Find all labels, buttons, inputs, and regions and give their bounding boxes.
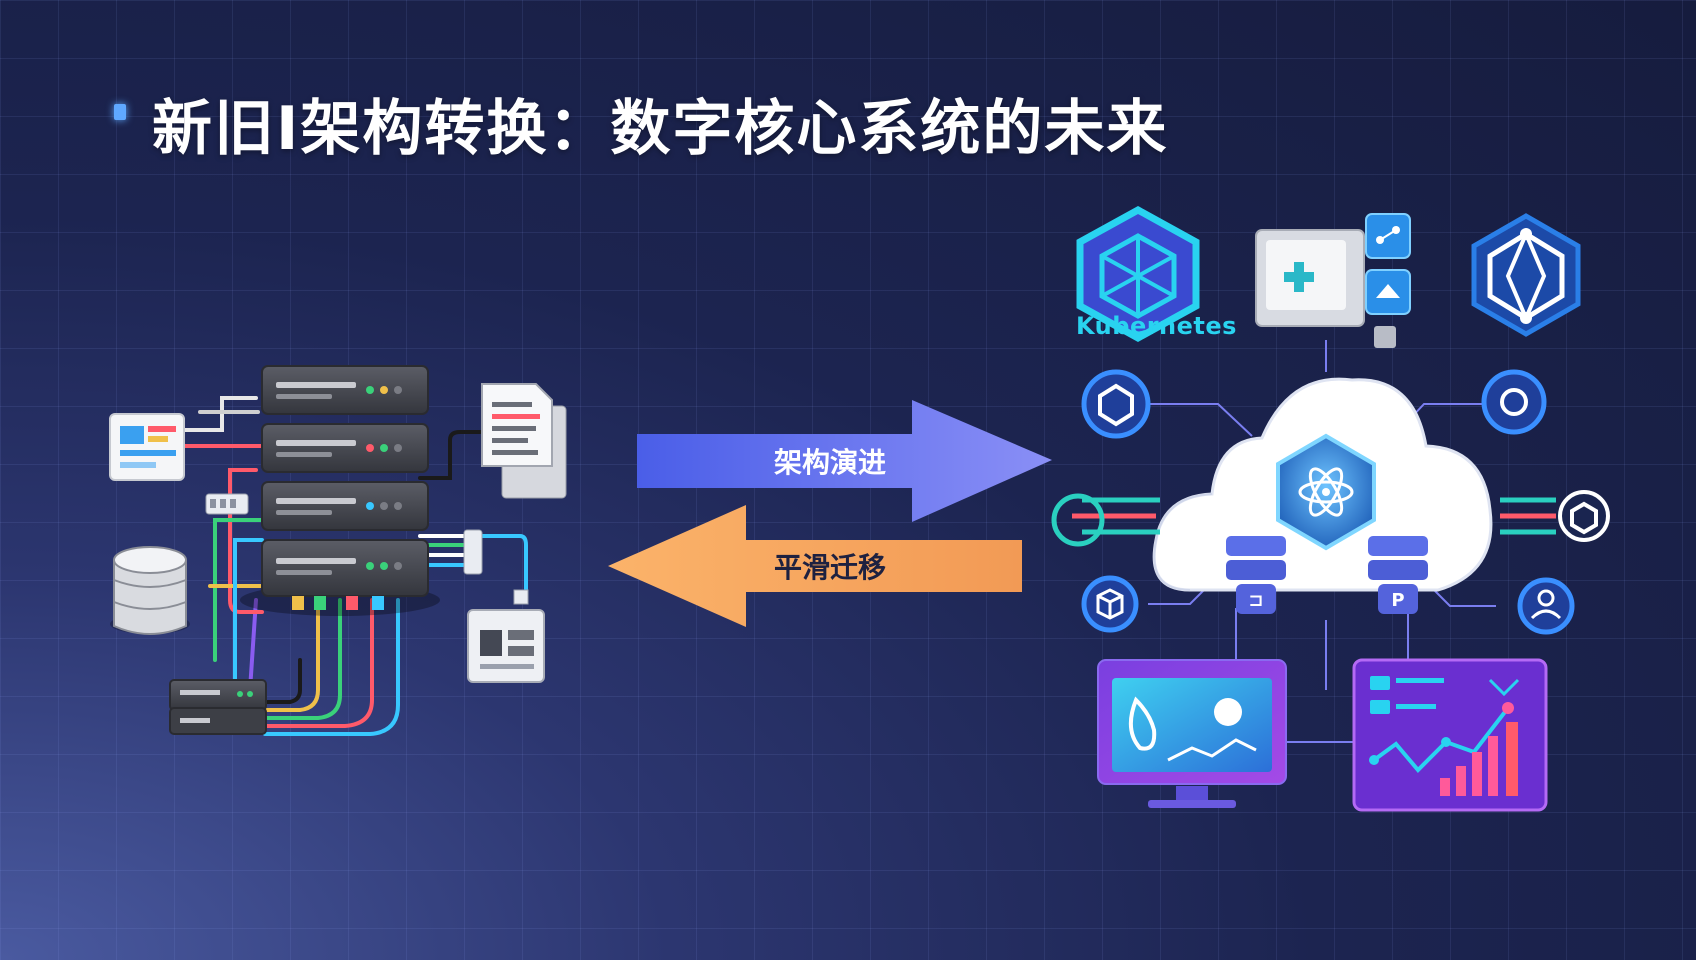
network-switch-icon — [169, 679, 267, 735]
svg-text:P: P — [1391, 590, 1404, 611]
kubernetes-icon — [1076, 206, 1200, 342]
core-hexagon-icon — [1276, 433, 1376, 551]
cloud-server-node-right-icon: P — [1368, 536, 1428, 614]
network-patch-connector-icon — [205, 493, 483, 575]
analytics-dashboard-icon — [1352, 658, 1548, 812]
network-hub-icon — [1471, 213, 1581, 337]
database-icon — [110, 546, 190, 635]
server-rack-icon — [240, 365, 440, 616]
cloud-server-node-left-icon: ⊐ — [1226, 536, 1286, 614]
data-stream-left-icon — [1051, 493, 1160, 547]
migration-arrow — [608, 505, 1022, 627]
title-bullet — [114, 104, 126, 120]
data-stream-right-icon — [1500, 490, 1610, 542]
service-node-sync-icon — [1481, 369, 1547, 435]
service-node-users-icon — [1517, 577, 1575, 635]
migration-arrow-label: 平滑迁移 — [773, 551, 887, 584]
kubernetes-label: Kubernetes — [1076, 312, 1237, 340]
evolution-arrow-label: 架构演进 — [773, 446, 887, 479]
report-icon — [467, 589, 545, 683]
slide-title: 新旧I架构转换：数字核心系统的未来 — [152, 94, 1169, 164]
service-node-security-icon — [1081, 369, 1151, 439]
monitor-dashboard-icon — [1097, 659, 1287, 808]
svg-text:⊐: ⊐ — [1248, 590, 1263, 611]
microservice-panel-icon — [1255, 213, 1411, 348]
service-node-package-icon — [1081, 575, 1139, 633]
document-icon — [481, 383, 567, 499]
dashboard-card-icon — [109, 413, 185, 481]
evolution-arrow — [637, 400, 1052, 522]
